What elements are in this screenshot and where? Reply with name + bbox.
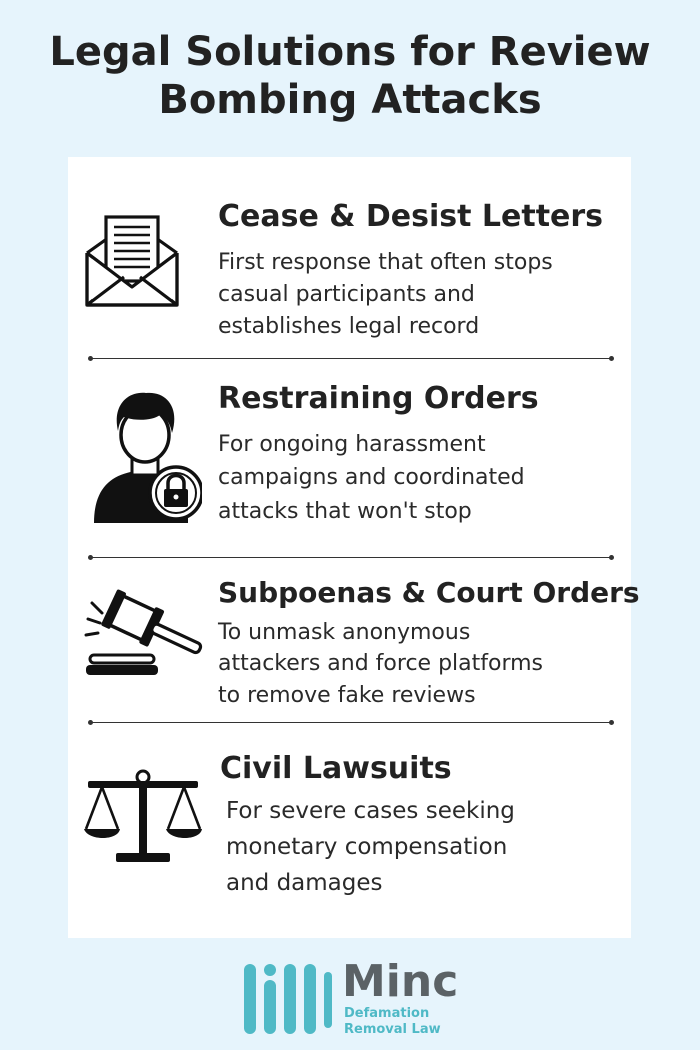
solution-heading: Restraining Orders	[218, 381, 539, 416]
logo-tagline-line-1: Defamation	[344, 1006, 430, 1021]
section-divider	[88, 720, 614, 725]
minc-logo-mark-icon	[244, 964, 332, 1034]
solution-heading: Cease & Desist Letters	[218, 199, 604, 234]
logo-tagline-line-2: Removal Law	[344, 1022, 441, 1037]
logo-brand-name: Minc	[342, 956, 459, 1007]
page-title-line-1: Legal Solutions for Review	[49, 29, 651, 75]
solution-heading: Subpoenas & Court Orders	[218, 576, 640, 609]
solution-desc-line: attacks that won't stop	[218, 499, 472, 524]
solution-desc-line: To unmask anonymous	[218, 620, 471, 645]
person-lock-icon	[94, 392, 202, 523]
solutions-card: Cease & Desist Letters First response th…	[68, 157, 640, 938]
solution-desc-line: campaigns and coordinated	[218, 465, 525, 490]
gavel-icon	[84, 589, 203, 675]
solution-desc-line: establishes legal record	[218, 314, 480, 339]
scales-icon	[84, 769, 202, 862]
solution-desc-line: to remove fake reviews	[218, 683, 476, 708]
solution-desc-line: attackers and force platforms	[218, 651, 544, 676]
solution-desc-line: For ongoing harassment	[218, 432, 486, 457]
minc-logo: Minc Defamation Removal Law	[240, 956, 460, 1040]
solution-desc-line: monetary compensation	[226, 834, 508, 860]
envelope-letter-icon	[85, 215, 179, 307]
page-title: Legal Solutions for Review Bombing Attac…	[0, 28, 700, 124]
solution-heading: Civil Lawsuits	[220, 751, 452, 786]
solution-desc-line: casual participants and	[218, 282, 475, 307]
section-divider	[88, 356, 614, 361]
solution-desc-line: and damages	[226, 870, 383, 896]
section-divider	[88, 555, 614, 560]
solution-desc-line: First response that often stops	[218, 250, 553, 275]
page-title-line-2: Bombing Attacks	[158, 77, 542, 123]
solution-desc-line: For severe cases seeking	[226, 798, 515, 824]
